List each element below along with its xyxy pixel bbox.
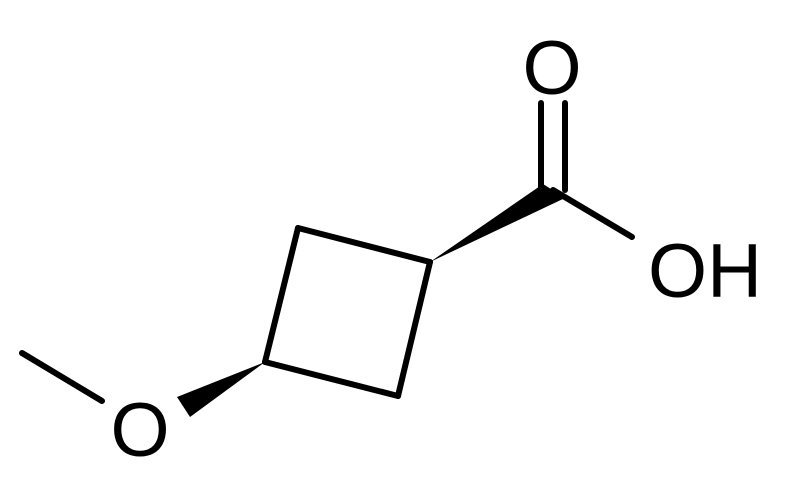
wedge-bond-methoxy — [177, 362, 265, 417]
methyl-bond — [19, 350, 105, 404]
atom-label-ether-oxygen: O — [110, 388, 169, 473]
atom-label-hydroxyl: OH — [648, 229, 762, 314]
atom-label-carbonyl-oxygen: O — [522, 26, 581, 111]
ring-bond-top — [295, 225, 433, 265]
wedge-bond-carboxyl — [430, 184, 565, 262]
ring-bond-right — [395, 259, 433, 399]
hydroxyl-bond — [550, 187, 635, 240]
ring-bond-left — [262, 225, 301, 365]
ring-bond-bottom — [262, 359, 401, 399]
